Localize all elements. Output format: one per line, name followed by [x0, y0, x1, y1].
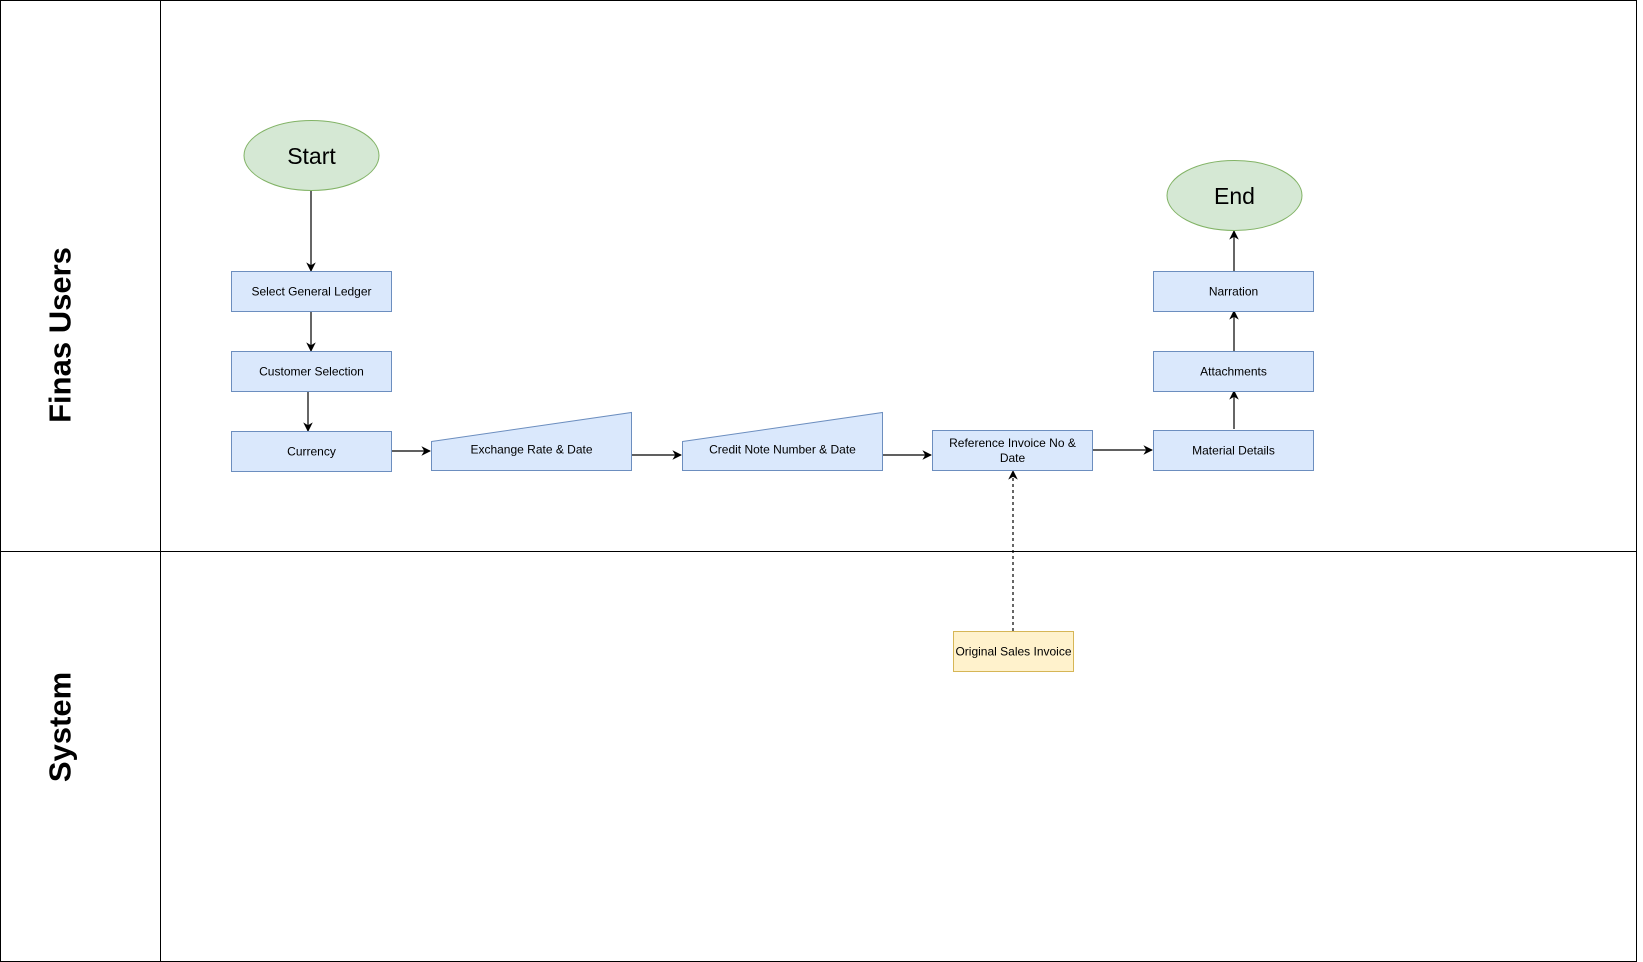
node-customer-selection[interactable]: Customer Selection	[231, 351, 392, 392]
narration-shape	[1153, 271, 1314, 312]
orig-invoice-shape	[953, 631, 1074, 672]
select-gl-label: Select General Ledger	[251, 285, 371, 299]
node-select-general-ledger[interactable]: Select General Ledger	[231, 271, 392, 312]
material-label: Material Details	[1192, 444, 1275, 458]
ref-invoice-label-line2: Date	[1000, 451, 1026, 465]
node-material-details[interactable]: Material Details	[1153, 430, 1314, 471]
narration-label: Narration	[1209, 285, 1258, 299]
material-shape	[1153, 430, 1314, 471]
credit-note-shape	[682, 411, 883, 471]
credit-note-label: Credit Note Number & Date	[709, 443, 856, 457]
edges	[303, 191, 1239, 631]
exchange-shape	[431, 411, 632, 471]
select-gl-shape	[231, 271, 392, 312]
end-shape	[1166, 160, 1303, 231]
ref-invoice-label-line1: Reference Invoice No &	[949, 436, 1076, 450]
currency-label: Currency	[287, 445, 336, 459]
lane-label-finas-users: Finas Users	[43, 247, 78, 423]
attachments-shape	[1153, 351, 1314, 392]
currency-shape	[231, 431, 392, 472]
attachments-label: Attachments	[1200, 365, 1267, 379]
node-original-sales-invoice[interactable]: Original Sales Invoice	[953, 631, 1074, 672]
start-shape	[243, 120, 380, 191]
lane-label-system: System	[43, 672, 78, 782]
node-attachments[interactable]: Attachments	[1153, 351, 1314, 392]
node-reference-invoice[interactable]: Reference Invoice No & Date	[932, 430, 1093, 471]
node-currency[interactable]: Currency	[231, 431, 392, 472]
orig-invoice-label: Original Sales Invoice	[955, 645, 1071, 659]
node-exchange-rate-date[interactable]: Exchange Rate & Date	[431, 411, 632, 471]
start-label: Start	[287, 143, 336, 169]
end-label: End	[1214, 183, 1255, 209]
node-narration[interactable]: Narration	[1153, 271, 1314, 312]
exchange-label: Exchange Rate & Date	[470, 443, 592, 457]
node-start[interactable]: Start	[243, 120, 380, 191]
customer-shape	[231, 351, 392, 392]
ref-invoice-shape	[932, 430, 1093, 471]
lane-system: System	[43, 672, 78, 782]
customer-label: Customer Selection	[259, 365, 364, 379]
node-end[interactable]: End	[1166, 160, 1303, 231]
node-credit-note-number-date[interactable]: Credit Note Number & Date	[682, 411, 883, 471]
lane-finas-users: Finas Users	[43, 247, 78, 423]
